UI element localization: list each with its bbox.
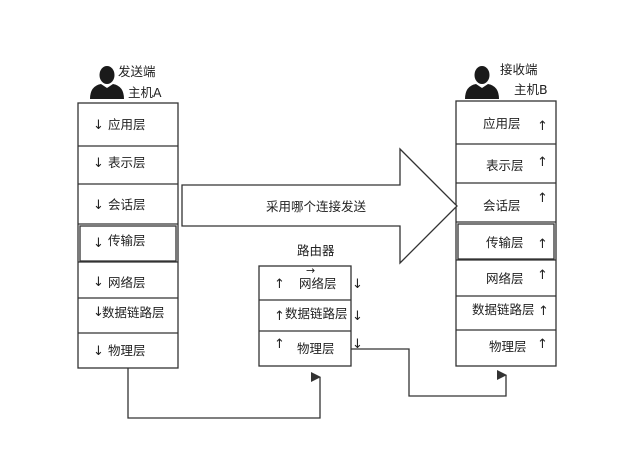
receiver-layer-label: 物理层 bbox=[489, 339, 527, 354]
router-title: 路由器 bbox=[297, 243, 335, 258]
sender-arrow: ↓ bbox=[93, 236, 104, 251]
router-layer-label: 物理层 bbox=[297, 341, 335, 356]
sender-arrow: ↓ bbox=[93, 344, 104, 359]
receiver-arrow: ↑ bbox=[537, 337, 548, 352]
sender-arrow: ↓ bbox=[93, 275, 104, 290]
receiver-stack bbox=[455, 100, 557, 367]
sender-layer-label: 应用层 bbox=[108, 117, 146, 132]
sender-layer-label: 会话层 bbox=[108, 197, 146, 212]
sender-layer-label: 数据链路层 bbox=[102, 305, 165, 320]
sender-arrow: ↓ bbox=[93, 198, 104, 213]
receiver-arrow: ↑ bbox=[538, 304, 549, 319]
router-layer-label: 数据链路层 bbox=[285, 306, 348, 321]
receiver-transport-highlight bbox=[457, 223, 555, 260]
receiver-layer-label: 应用层 bbox=[483, 116, 521, 131]
receiver-layer-label: 数据链路层 bbox=[472, 302, 535, 317]
sender-host: 主机A bbox=[128, 85, 162, 100]
sender-layer-label: 网络层 bbox=[108, 275, 146, 290]
router-stack bbox=[258, 265, 352, 367]
big-arrow bbox=[181, 147, 458, 265]
router-down-arrow: ↓ bbox=[352, 337, 363, 352]
link-sender-router bbox=[127, 368, 321, 419]
sender-layer-label: 传输层 bbox=[108, 233, 146, 248]
router-stack-frame bbox=[258, 265, 352, 367]
router-up-arrow: ↑ bbox=[274, 337, 285, 352]
receiver-stack-frame bbox=[455, 100, 557, 367]
sender-arrow: ↓ bbox=[93, 305, 104, 320]
sender-layer-label: 物理层 bbox=[108, 343, 146, 358]
receiver-arrow: ↑ bbox=[537, 191, 548, 206]
person-icon bbox=[465, 66, 499, 99]
link-router-receiver bbox=[351, 348, 507, 397]
receiver-host: 主机B bbox=[514, 82, 548, 97]
sender-transport-highlight bbox=[79, 225, 177, 262]
receiver-layer-label: 网络层 bbox=[486, 271, 524, 286]
receiver-arrow: ↑ bbox=[537, 268, 548, 283]
receiver-arrow: ↑ bbox=[537, 155, 548, 170]
receiver-layer-label: 会话层 bbox=[483, 198, 521, 213]
router-up-arrow: ↑ bbox=[274, 309, 285, 324]
receiver-layer-label: 表示层 bbox=[486, 158, 524, 173]
router-layer-label: 网络层 bbox=[299, 276, 337, 291]
sender-arrow: ↓ bbox=[93, 118, 104, 133]
router-down-arrow: ↓ bbox=[352, 277, 363, 292]
receiver-title: 接收端 bbox=[500, 62, 538, 77]
router-down-arrow: ↓ bbox=[352, 309, 363, 324]
sender-arrow: ↓ bbox=[93, 156, 104, 171]
receiver-arrow: ↑ bbox=[537, 119, 548, 134]
person-icon bbox=[90, 66, 124, 99]
receiver-arrow: ↑ bbox=[537, 237, 548, 252]
router-top-arrow: → bbox=[306, 264, 316, 277]
sender-layer-label: 表示层 bbox=[108, 155, 146, 170]
sender-title: 发送端 bbox=[118, 64, 156, 79]
router-up-arrow: ↑ bbox=[274, 277, 285, 292]
big-arrow-label: 采用哪个连接发送 bbox=[266, 199, 367, 214]
receiver-layer-label: 传输层 bbox=[486, 235, 524, 250]
